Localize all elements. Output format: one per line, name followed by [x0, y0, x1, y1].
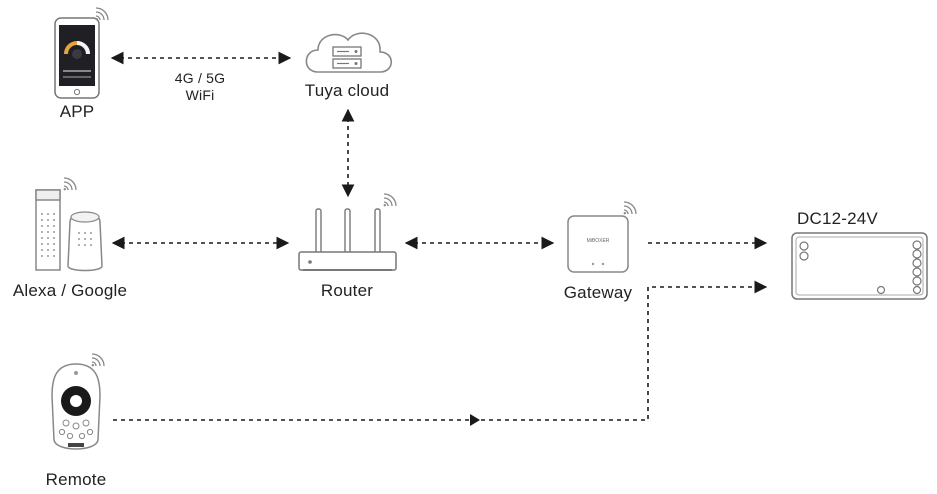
link-remote-controller — [113, 280, 768, 421]
link-label-line1: 4G / 5G — [174, 70, 226, 86]
gateway-label: Gateway — [563, 283, 633, 302]
cloud-label: Tuya cloud — [304, 81, 390, 100]
app-label: APP — [59, 102, 95, 121]
remote-link-mid-arrow — [470, 414, 480, 426]
remote-icon — [51, 353, 105, 450]
alexa-label: Alexa / Google — [12, 281, 128, 300]
router-icon — [298, 193, 397, 271]
link-label-line2: WiFi — [185, 87, 215, 103]
controller-icon — [791, 232, 928, 300]
app-phone-icon — [54, 7, 109, 99]
app-cloud-link-label: 4G / 5G WiFi — [175, 70, 225, 104]
smart-speaker-icon — [35, 177, 103, 272]
gateway-brand-text: MiBOXER — [587, 238, 610, 244]
gateway-icon: MiBOXER — [567, 201, 637, 273]
router-label: Router — [320, 281, 374, 300]
controller-label: DC12-24V — [797, 209, 878, 228]
cloud-icon — [305, 32, 393, 73]
remote-label: Remote — [45, 470, 107, 489]
